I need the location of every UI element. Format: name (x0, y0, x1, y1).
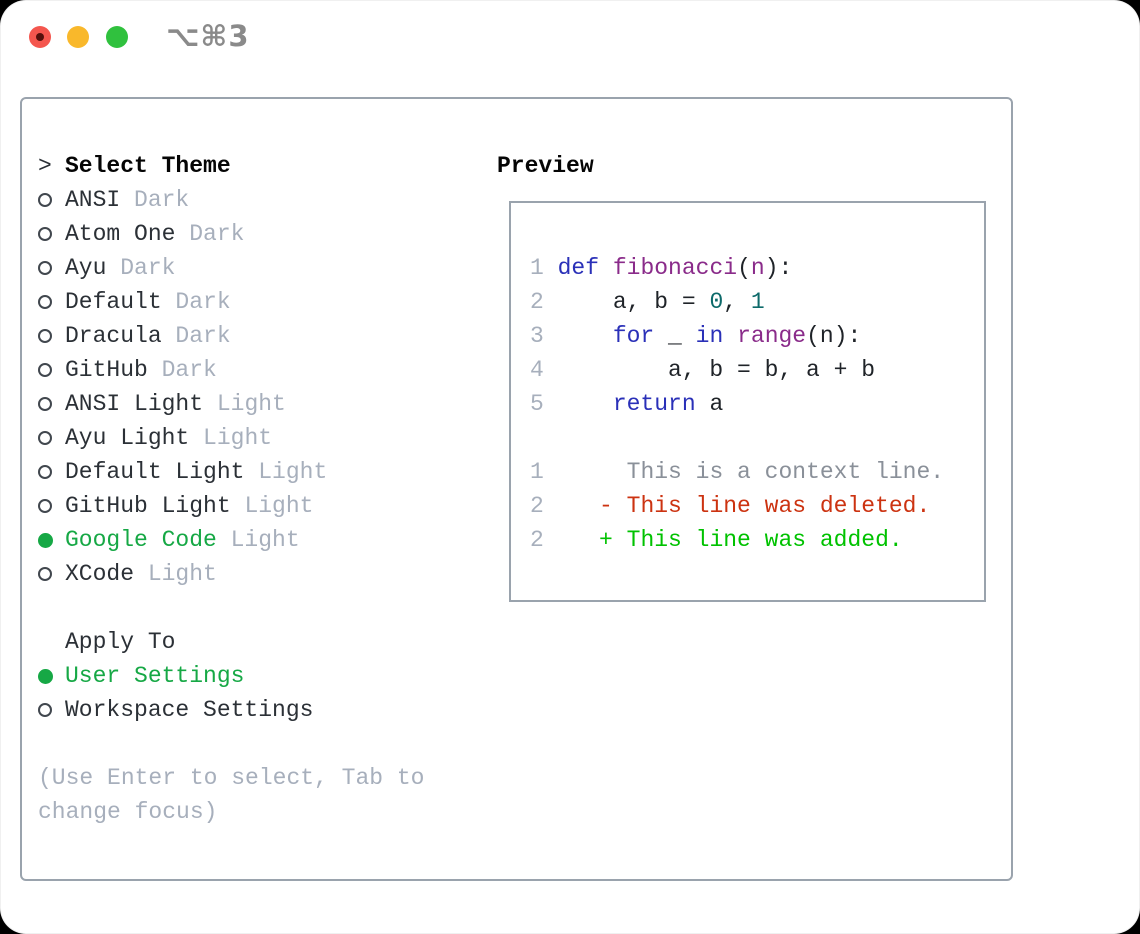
theme-option-github-light[interactable]: GitHub Light Light (38, 489, 424, 523)
theme-option-ansi[interactable]: ANSI Dark (38, 183, 424, 217)
radio-icon (38, 193, 52, 207)
minimize-button[interactable] (67, 26, 89, 48)
code-line-2: 2 a, b = 0, 1 (530, 289, 765, 315)
hint-text-line-2: change focus) (38, 799, 218, 825)
code-line-7: 1 This is a context line. (530, 459, 945, 485)
preview-box: 1 def fibonacci(n): 2 a, b = 0, 1 3 for _ … (509, 201, 986, 602)
option-label: ANSI (65, 187, 121, 213)
option-label: Workspace Settings (65, 697, 314, 723)
apply-option-user-settings[interactable]: User Settings (38, 659, 424, 693)
theme-variant-label: Light (189, 425, 273, 451)
radio-icon (38, 295, 52, 309)
radio-selected-icon (38, 668, 53, 684)
theme-variant-label: Light (134, 561, 217, 587)
option-label: Google Code (65, 527, 217, 553)
option-label: User Settings (65, 663, 245, 689)
focus-caret-icon: > (38, 153, 52, 179)
option-label: Default (65, 289, 162, 315)
option-label: Default Light (65, 459, 245, 485)
radio-icon (38, 261, 52, 275)
theme-option-github[interactable]: GitHub Dark (38, 353, 424, 387)
theme-variant-label: Light (203, 391, 286, 417)
radio-icon (38, 329, 52, 343)
apply-to-label: Apply To (65, 629, 176, 655)
theme-option-ayu-light[interactable]: Ayu Light Light (38, 421, 424, 455)
code-line-3: 3 for _ in range(n): (530, 323, 862, 349)
code-line-8: 2 - This line was deleted. (530, 493, 931, 519)
radio-selected-icon (38, 532, 53, 548)
theme-variant-label: Dark (147, 357, 217, 383)
theme-variant-label: Light (216, 527, 300, 553)
theme-variant-label: Dark (175, 221, 245, 247)
theme-variant-label: Dark (106, 255, 176, 281)
code-line-5: 5 return a (530, 391, 724, 417)
radio-icon (38, 567, 52, 581)
theme-variant-label: Light (244, 459, 328, 485)
option-label: Ayu (65, 255, 107, 281)
code-line-6 (530, 421, 984, 455)
radio-icon (38, 227, 52, 241)
theme-option-dracula[interactable]: Dracula Dark (38, 319, 424, 353)
option-label: GitHub Light (65, 493, 231, 519)
theme-variant-label: Light (230, 493, 314, 519)
option-label: Atom One (65, 221, 176, 247)
theme-variant-label: Dark (161, 323, 231, 349)
theme-option-default-light[interactable]: Default Light Light (38, 455, 424, 489)
theme-option-atom-one[interactable]: Atom One Dark (38, 217, 424, 251)
theme-section-title: Select Theme (65, 153, 231, 179)
window-shortcut-label: ⌥⌘3 (166, 19, 250, 53)
preview-title: Preview (497, 153, 594, 179)
option-label: ANSI Light (65, 391, 204, 417)
apply-to-header: Apply To (38, 625, 424, 659)
code-preview: 1 def fibonacci(n): 2 a, b = 0, 1 3 for _ … (511, 203, 984, 557)
spacer (38, 727, 424, 761)
close-button[interactable] (29, 26, 51, 48)
theme-option-ayu[interactable]: Ayu Dark (38, 251, 424, 285)
theme-section-header: > Select Theme (38, 149, 424, 183)
radio-icon (38, 397, 52, 411)
theme-variant-label: Dark (161, 289, 231, 315)
code-line-1: 1 def fibonacci(n): (530, 255, 793, 281)
radio-icon (38, 431, 52, 445)
radio-icon (38, 499, 52, 513)
code-line-4: 4 a, b = b, a + b (530, 357, 876, 383)
theme-option-xcode[interactable]: XCode Light (38, 557, 424, 591)
radio-icon (38, 703, 52, 717)
hint-text-line-1: (Use Enter to select, Tab to (38, 765, 425, 791)
radio-icon (38, 465, 52, 479)
theme-option-default[interactable]: Default Dark (38, 285, 424, 319)
theme-option-google-code[interactable]: Google Code Light (38, 523, 424, 557)
option-label: Ayu Light (65, 425, 190, 451)
theme-option-ansi-light[interactable]: ANSI Light Light (38, 387, 424, 421)
zoom-button[interactable] (106, 26, 128, 48)
radio-icon (38, 363, 52, 377)
theme-variant-label: Dark (120, 187, 190, 213)
spacer (38, 591, 424, 625)
option-label: GitHub (65, 357, 148, 383)
apply-option-workspace-settings[interactable]: Workspace Settings (38, 693, 424, 727)
option-label: Dracula (65, 323, 162, 349)
option-label: XCode (65, 561, 135, 587)
code-line-9: 2 + This line was added. (530, 527, 903, 553)
